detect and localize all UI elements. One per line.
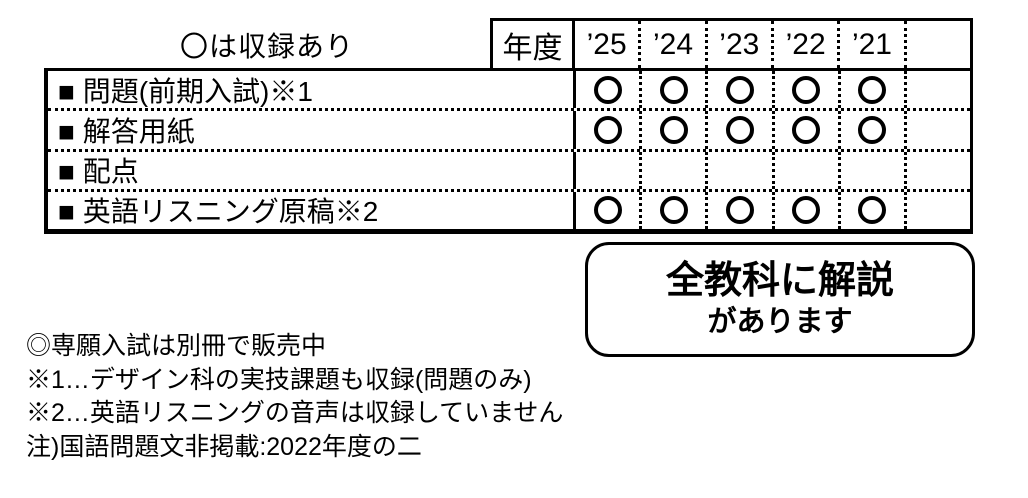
table-row: ■ 解答用紙 bbox=[48, 108, 970, 149]
table-row: ■ 配点 bbox=[48, 148, 970, 189]
included-circle-icon bbox=[725, 115, 754, 144]
included-cell bbox=[576, 71, 643, 109]
empty-cell bbox=[642, 151, 709, 189]
included-cell bbox=[775, 71, 841, 109]
included-cell bbox=[841, 111, 907, 149]
included-cell bbox=[708, 191, 775, 229]
callout-line-2: があります bbox=[707, 305, 853, 338]
included-circle-icon bbox=[659, 75, 688, 104]
included-cell bbox=[775, 111, 841, 149]
row-label: ■ 配点 bbox=[48, 151, 576, 189]
table-row: ■ 問題(前期入試)※1 bbox=[48, 71, 970, 109]
included-circle-icon bbox=[858, 75, 887, 104]
legend-caption: 〇は収録あり bbox=[179, 31, 354, 62]
year-header-cell: ’25 bbox=[575, 21, 642, 68]
callout-line-1: 全教科に解説 bbox=[665, 260, 894, 303]
included-circle-icon bbox=[792, 115, 821, 144]
year-header-cell: ’24 bbox=[641, 21, 708, 68]
included-circle-icon bbox=[858, 115, 887, 144]
empty-cell bbox=[907, 152, 970, 189]
year-header-cell-empty bbox=[907, 21, 970, 68]
empty-cell bbox=[775, 151, 841, 189]
included-circle-icon bbox=[725, 196, 754, 225]
footnote-line: ※1…デザイン科の実技課題も収録(問題のみ) bbox=[26, 365, 532, 394]
year-column-header: 年度 bbox=[493, 21, 575, 68]
row-label: ■ 問題(前期入試)※1 bbox=[48, 71, 576, 109]
empty-cell bbox=[708, 151, 775, 189]
included-cell bbox=[576, 111, 643, 149]
footnote-line: ※2…英語リスニングの音声は収録していません bbox=[26, 399, 564, 427]
included-circle-icon bbox=[659, 196, 688, 225]
footnote-line: ◎専願入試は別冊で販売中 bbox=[26, 332, 327, 360]
included-circle-icon bbox=[792, 75, 821, 104]
included-cell bbox=[576, 191, 643, 229]
included-cell bbox=[642, 191, 709, 229]
empty-cell bbox=[841, 151, 907, 189]
footnote-line: 注)国語問題文非掲載:2022年度の二 bbox=[26, 432, 422, 461]
contents-table: ■ 問題(前期入試)※1■ 解答用紙■ 配点■ 英語リスニング原稿※2 bbox=[44, 68, 973, 234]
row-label: ■ 解答用紙 bbox=[48, 111, 576, 149]
year-header-cell: ’23 bbox=[708, 21, 774, 68]
year-header-row: 年度 ’25’24’23’22’21 bbox=[490, 18, 973, 68]
included-cell bbox=[841, 71, 907, 109]
year-header-cell: ’22 bbox=[774, 21, 841, 68]
included-circle-icon bbox=[593, 115, 622, 144]
included-circle-icon bbox=[659, 115, 688, 144]
row-label: ■ 英語リスニング原稿※2 bbox=[48, 191, 576, 229]
included-cell bbox=[841, 191, 907, 229]
included-circle-icon bbox=[792, 196, 821, 225]
callout-box: 全教科に解説 があります bbox=[585, 242, 975, 357]
included-circle-icon bbox=[858, 196, 887, 225]
empty-cell bbox=[907, 111, 970, 148]
included-cell bbox=[708, 71, 775, 109]
included-cell bbox=[642, 111, 709, 149]
empty-cell bbox=[576, 151, 643, 189]
included-circle-icon bbox=[593, 196, 622, 225]
empty-cell bbox=[907, 192, 970, 229]
included-circle-icon bbox=[725, 75, 754, 104]
footnotes: ◎専願入試は別冊で販売中 ※1…デザイン科の実技課題も収録(問題のみ) ※2…英… bbox=[26, 330, 563, 464]
table-row: ■ 英語リスニング原稿※2 bbox=[48, 188, 970, 229]
year-header-cell: ’21 bbox=[840, 21, 907, 68]
included-circle-icon bbox=[593, 75, 622, 104]
included-cell bbox=[708, 111, 775, 149]
empty-cell bbox=[907, 71, 970, 108]
included-cell bbox=[642, 71, 709, 109]
included-cell bbox=[775, 191, 841, 229]
